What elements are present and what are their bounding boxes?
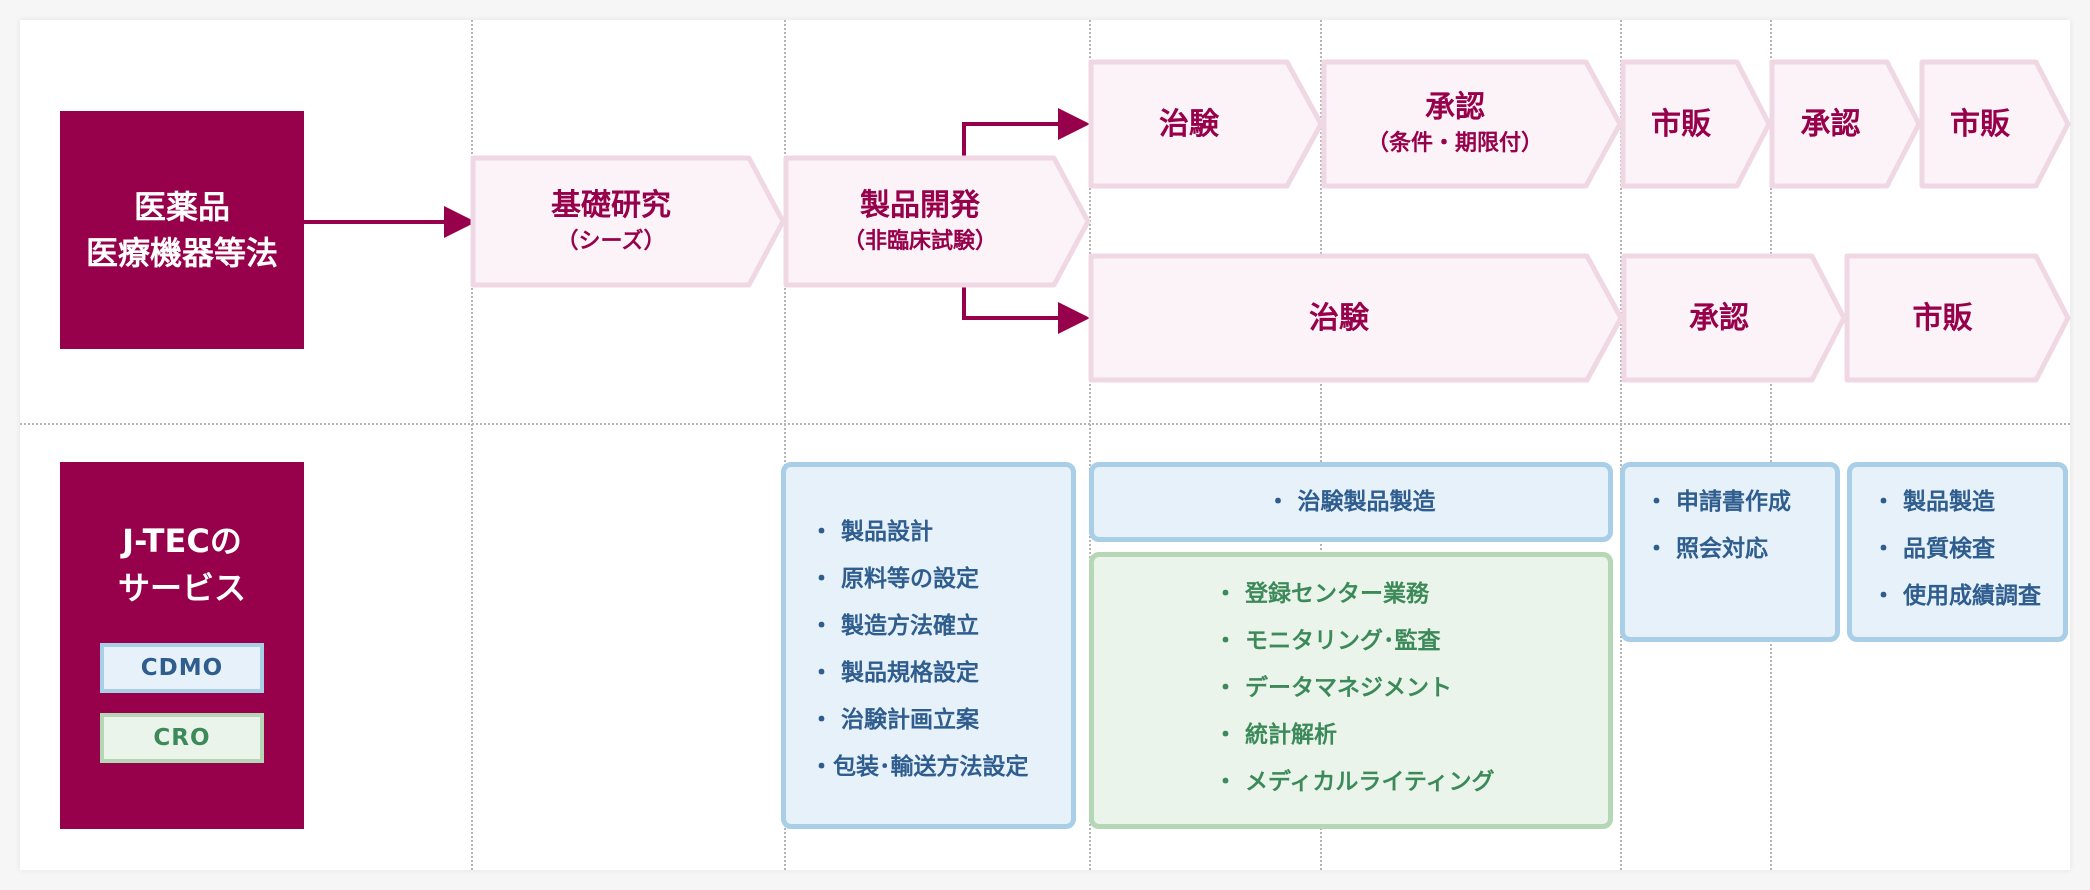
phase-label: 承認 <box>1689 300 1749 336</box>
services-title-line1: J-TECの <box>122 522 242 561</box>
phase-label: 市販 <box>1950 106 2010 142</box>
phase-label: 製品開発 <box>860 187 980 223</box>
phase-chevron-shape <box>1844 253 2071 383</box>
phase-top-conditional-approval: 承認 （条件・期限付） <box>1321 59 1623 189</box>
services-title: J-TECの サービス <box>118 518 246 611</box>
phase-product-development: 製品開発 （非臨床試験） <box>783 155 1091 288</box>
phase-basic-research: 基礎研究 （シーズ） <box>470 155 786 288</box>
phase-top-market-1: 市販 <box>1620 59 1772 189</box>
phase-chevron-shape <box>1621 253 1847 383</box>
services-title-line2: サービス <box>117 568 246 607</box>
dev-to-bottom-trial-arrow <box>962 285 1090 334</box>
grid-line <box>20 423 2070 425</box>
service-item: ・ モニタリング･監査 <box>1214 628 1441 654</box>
law-label-box: 医薬品 医療機器等法 <box>60 111 304 349</box>
service-item: ・ 統計解析 <box>1214 722 1338 748</box>
phase-chevron-shape <box>1321 59 1623 189</box>
service-box-cro: ・ 登録センター業務 ・ モニタリング･監査 ・ データマネジメント ・ 統計解… <box>1089 552 1613 829</box>
phase-top-approval: 承認 <box>1769 59 1922 189</box>
phase-chevron-shape <box>470 155 786 288</box>
phase-bottom-trial: 治験 <box>1088 253 1624 383</box>
service-box-product-design: ・ 製品設計 ・ 原料等の設定 ・ 製造方法確立 ・ 製品規格設定 ・ 治験計画… <box>781 462 1076 829</box>
phase-label: 治験 <box>1159 106 1219 142</box>
service-item: ・ 製造方法確立 <box>810 613 980 639</box>
service-box-post-market: ・ 製品製造 ・ 品質検査 ・ 使用成績調査 <box>1847 462 2068 642</box>
service-box-application: ・ 申請書作成 ・ 照会対応 <box>1620 462 1840 642</box>
service-item: ・ 照会対応 <box>1645 536 1769 562</box>
service-item: ・ 登録センター業務 <box>1214 581 1430 607</box>
diagram-canvas: 医薬品 医療機器等法 J-TECの サービス CDMO CRO 基礎研究 （シー… <box>20 20 2071 870</box>
phase-chevron-shape <box>783 155 1091 288</box>
grid-line <box>1089 20 1091 870</box>
service-item: ・ メディカルライティング <box>1214 769 1495 795</box>
phase-bottom-market: 市販 <box>1844 253 2071 383</box>
grid-line <box>1770 20 1772 870</box>
law-label-line1: 医薬品 <box>133 187 230 226</box>
phase-label: 治験 <box>1309 300 1369 336</box>
phase-label: 承認 <box>1800 106 1861 142</box>
phase-top-trial: 治験 <box>1088 59 1324 189</box>
dev-to-top-trial-arrow <box>962 108 1090 158</box>
service-item: ・ 製品規格設定 <box>810 660 980 686</box>
phase-label: 市販 <box>1912 300 1973 336</box>
phase-bottom-approval: 承認 <box>1621 253 1847 383</box>
service-box-trial-manufacturing: ・ 治験製品製造 <box>1089 462 1613 542</box>
service-item: ・ 製品製造 <box>1872 489 1996 515</box>
grid-line <box>1620 20 1622 870</box>
service-item: ・包装･輸送方法設定 <box>810 754 1029 780</box>
phase-chevron-shape <box>1088 253 1624 383</box>
service-item: ・ 治験計画立案 <box>810 707 980 733</box>
services-label-box: J-TECの サービス CDMO CRO <box>60 462 304 829</box>
phase-label: 基礎研究 <box>551 187 671 223</box>
phase-label: 市販 <box>1651 106 1711 142</box>
phase-sublabel: （シーズ） <box>556 228 666 254</box>
flow-arrows <box>304 108 1090 334</box>
service-item: ・ 品質検査 <box>1872 536 1996 562</box>
cdmo-legend-tag: CDMO <box>100 642 264 693</box>
grid-line <box>1320 20 1322 870</box>
phase-top-market-2: 市販 <box>1919 59 2071 189</box>
phase-chevron-shape <box>1769 59 1922 189</box>
phase-label: 承認 <box>1425 90 1485 125</box>
phase-sublabel: （条件・期限付） <box>1366 131 1543 156</box>
service-item: ・ 使用成績調査 <box>1872 583 2042 609</box>
grid-line <box>471 20 473 870</box>
service-item: ・ 製品設計 <box>810 519 934 545</box>
service-item: ・ 申請書作成 <box>1645 489 1792 515</box>
law-label-line2: 医療機器等法 <box>85 234 278 272</box>
service-item: ・ 治験製品製造 <box>1266 488 1436 515</box>
service-item: ・ 原料等の設定 <box>810 566 980 592</box>
phase-chevron-shape <box>1919 59 2071 189</box>
service-item: ・ データマネジメント <box>1214 675 1453 701</box>
phase-chevron-shape <box>1620 59 1772 189</box>
phase-chevron-shape <box>1088 59 1324 189</box>
phase-sublabel: （非臨床試験） <box>842 228 997 254</box>
cro-legend-tag: CRO <box>100 712 264 763</box>
grid-line <box>784 20 786 870</box>
